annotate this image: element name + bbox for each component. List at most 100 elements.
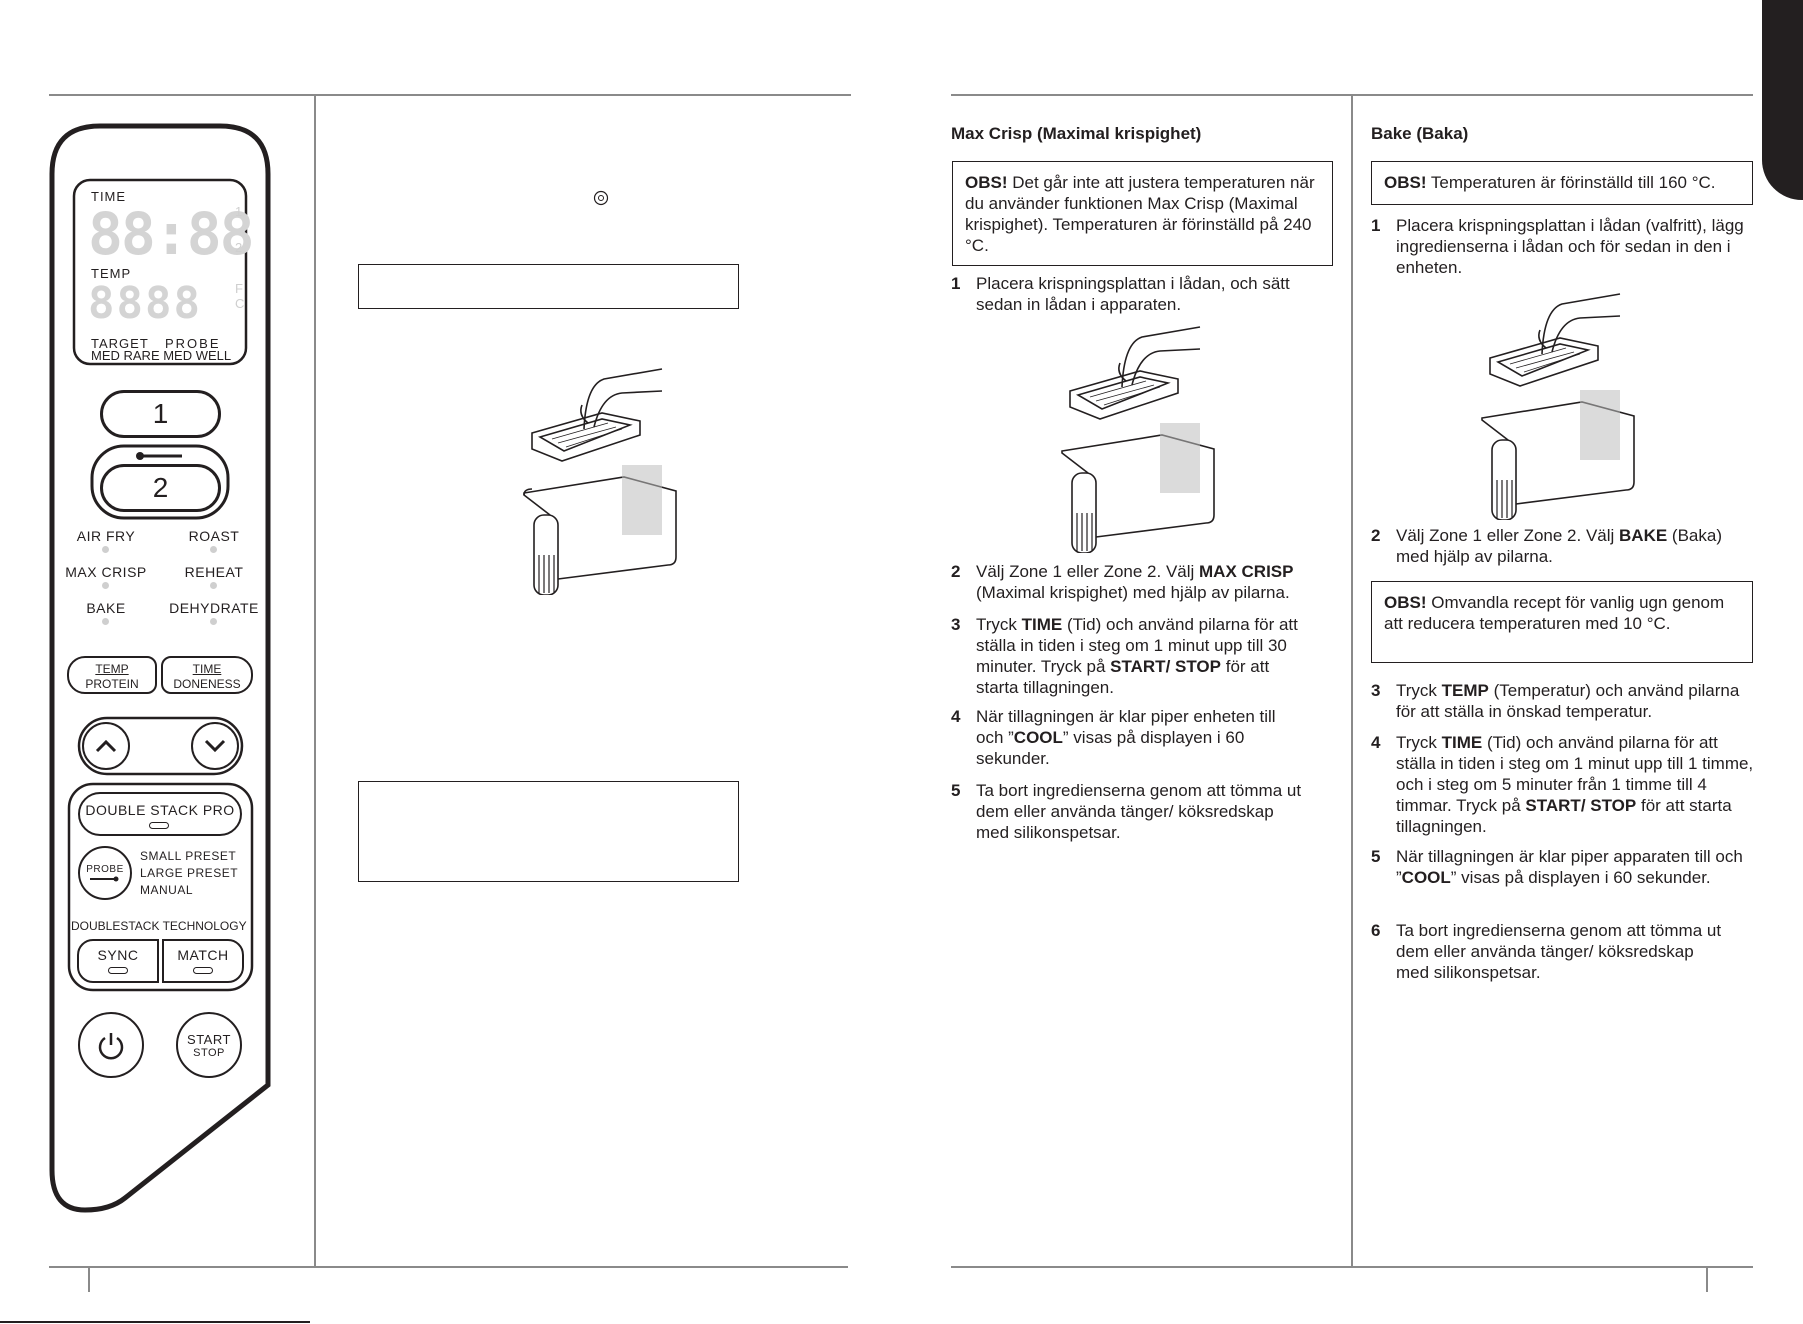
bake-step-4: 4 Tryck TIME (Tid) och använd pilarna för… <box>1371 732 1756 840</box>
dehydrate-indicator <box>210 618 217 625</box>
bake-obs-2-text: Omvandla recept för vanlig ugn genom att… <box>1384 593 1725 633</box>
function-roast[interactable]: ROAST <box>188 528 240 544</box>
preset-manual: MANUAL <box>140 883 194 897</box>
step-number: 5 <box>951 781 961 800</box>
step-number: 3 <box>951 615 961 634</box>
bake-obs-note-2: OBS! Omvandla recept för vanlig ugn geno… <box>1371 581 1753 663</box>
step-text: När tillagningen är klar piper enheten t… <box>976 707 1276 768</box>
sync-indicator <box>108 967 128 974</box>
step-emphasis: TIME <box>1021 615 1063 634</box>
step-emphasis: COOL <box>1013 728 1063 747</box>
display-temp-digits: 8888 <box>88 278 202 329</box>
left-page-top-rule <box>49 94 851 96</box>
max-crisp-obs-text: Det går inte att justera temperaturen nä… <box>965 173 1315 255</box>
display-zone-mark-2: 2 <box>235 240 244 255</box>
display-doneness-line: MED RARE MED WELL <box>91 348 232 363</box>
match-indicator <box>193 967 213 974</box>
zone-2-button[interactable]: 2 <box>100 464 221 512</box>
display-time-label: TIME <box>91 189 127 204</box>
temp-label: TEMP <box>95 662 129 676</box>
function-air-fry[interactable]: AIR FRY <box>76 528 136 544</box>
protein-label: PROTEIN <box>85 677 139 691</box>
display-unit-c: C <box>235 296 246 311</box>
language-tab <box>1762 0 1803 200</box>
bake-step-2: 2 Välj Zone 1 eller Zone 2. Välj BAKE (Ba… <box>1371 525 1756 569</box>
probe-button[interactable]: PROBE <box>78 846 132 900</box>
right-column-divider <box>1351 94 1353 1268</box>
reheat-indicator <box>210 582 217 589</box>
display-temp-label: TEMP <box>91 266 132 281</box>
roast-indicator <box>210 546 217 553</box>
step-text: När tillagningen är klar piper apparaten… <box>1396 847 1743 887</box>
temp-protein-button[interactable]: TEMP PROTEIN <box>67 656 157 694</box>
sync-button[interactable] <box>77 939 159 983</box>
crisper-plate-illustration-max-crisp <box>1061 326 1215 553</box>
function-dehydrate[interactable]: DEHYDRATE <box>169 600 259 616</box>
step-emphasis: COOL <box>1401 868 1451 887</box>
doneness-label: DONENESS <box>173 677 241 691</box>
doublestack-word: DOUBLESTACK <box>71 919 160 933</box>
display-unit-f: F <box>235 281 244 296</box>
step-text: Placera krispningsplattan i lådan, och s… <box>976 274 1290 314</box>
power-button[interactable] <box>78 1012 144 1078</box>
function-reheat[interactable]: REHEAT <box>184 564 244 580</box>
right-page-bottom-rule <box>951 1266 1753 1268</box>
step-text: Välj Zone 1 eller Zone 2. Välj BAKE (Bak… <box>1396 526 1722 566</box>
step-text: Tryck TIME (Tid) och använd pilarna för … <box>976 615 1298 697</box>
match-button[interactable] <box>162 939 244 983</box>
preset-small: SMALL PRESET <box>140 849 237 863</box>
time-label: TIME <box>192 662 222 676</box>
up-arrow-button[interactable] <box>82 722 130 770</box>
note-box-empty-bottom <box>358 781 739 882</box>
bake-obs-1-label: OBS! <box>1384 173 1427 192</box>
step-number: 1 <box>951 274 961 293</box>
step-text: Tryck TIME (Tid) och använd pilarna för … <box>1396 733 1754 836</box>
crop-mark-line <box>0 1321 310 1323</box>
function-max-crisp[interactable]: MAX CRISP <box>65 564 147 580</box>
note-box-empty-top <box>358 264 739 309</box>
double-stack-pro-indicator <box>149 822 169 829</box>
step-number: 6 <box>1371 921 1381 940</box>
display-probe-label: PROBE <box>165 336 221 351</box>
step-number: 4 <box>1371 733 1381 752</box>
probe-label: PROBE <box>86 863 124 875</box>
step-text: Tryck TEMP (Temperatur) och använd pilar… <box>1396 681 1740 721</box>
step-text: Placera krispningsplattan i lådan (valfr… <box>1396 216 1744 277</box>
start-label: START <box>187 1031 231 1047</box>
left-page-number-tick <box>88 1266 90 1292</box>
step-number: 2 <box>1371 526 1381 545</box>
display-target-label: TARGET <box>91 336 149 351</box>
max-crisp-heading: Max Crisp (Maximal krispighet) <box>951 124 1202 143</box>
probe-icon <box>90 876 119 881</box>
double-stack-pro-label: DOUBLE STACK PRO <box>85 802 235 818</box>
max-crisp-step-4: 4 När tillagningen är klar piper enheten … <box>951 706 1341 772</box>
time-doneness-button[interactable]: TIME DONENESS <box>161 656 253 694</box>
zone-1-button[interactable]: 1 <box>100 390 221 438</box>
start-stop-button[interactable]: START STOP <box>176 1012 242 1078</box>
max-crisp-step-1: 1 Placera krispningsplattan i lådan, och … <box>951 273 1341 317</box>
preset-large: LARGE PRESET <box>140 866 239 880</box>
control-panel-outline <box>49 123 271 1213</box>
chevron-up-icon <box>95 739 117 753</box>
zone-link-outline <box>90 444 230 520</box>
step-emphasis: TEMP <box>1441 681 1489 700</box>
step-number: 4 <box>951 707 961 726</box>
step-emphasis: START/ STOP <box>1110 657 1221 676</box>
technology-word: TECHNOLOGY <box>159 919 247 933</box>
function-bake[interactable]: BAKE <box>86 600 126 616</box>
double-stack-pro-button[interactable] <box>78 792 242 836</box>
down-arrow-button[interactable] <box>191 722 239 770</box>
doublestack-technology-label: DOUBLESTACK TECHNOLOGY <box>71 919 247 933</box>
step-number: 2 <box>951 562 961 581</box>
max-crisp-indicator <box>102 582 109 589</box>
right-page-number-tick <box>1706 1266 1708 1292</box>
max-crisp-obs-label: OBS! <box>965 173 1008 192</box>
bake-indicator <box>102 618 109 625</box>
bake-heading: Bake (Baka) <box>1371 124 1469 143</box>
